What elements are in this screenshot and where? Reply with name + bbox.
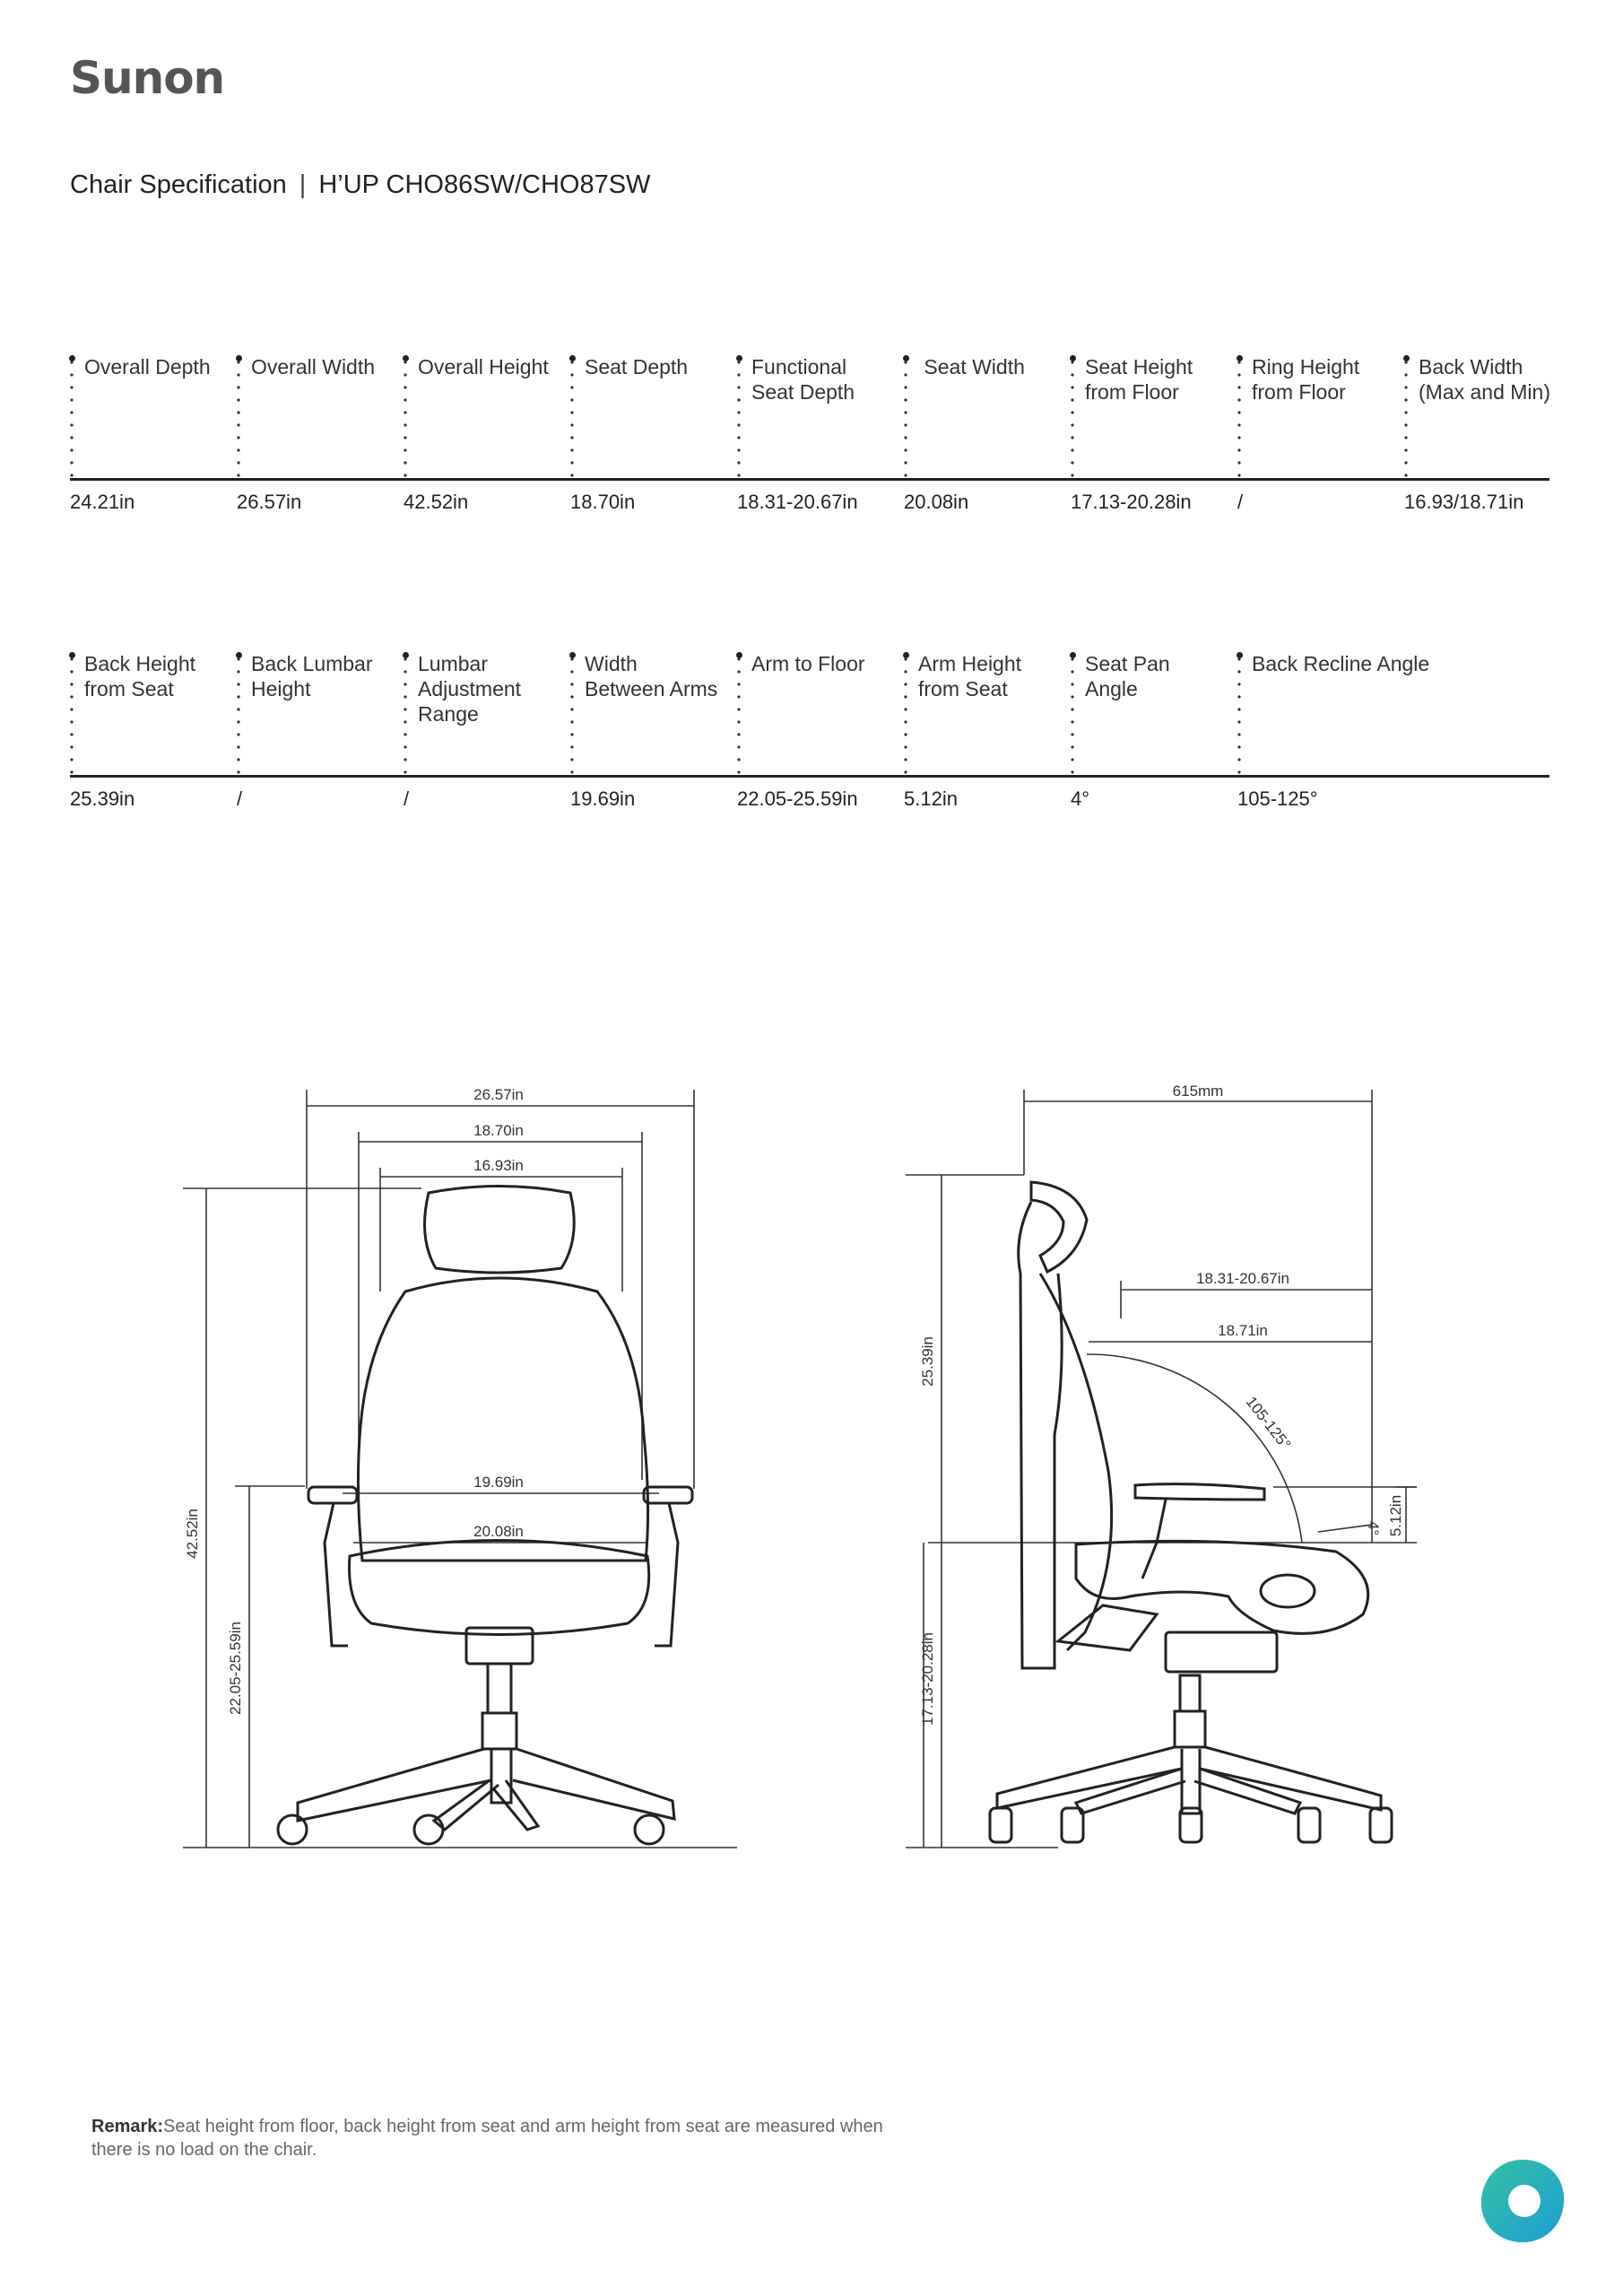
spec-value: / <box>237 787 243 810</box>
front-view-dimension-lines <box>183 1090 737 1848</box>
front-dim-overall-width: 26.57in <box>473 1086 524 1103</box>
remark-text: Seat height from floor, back height from… <box>91 2117 883 2160</box>
front-dim-between-arms: 19.69in <box>473 1474 524 1491</box>
side-dim-seat-height: 17.13-20.28in <box>919 1632 936 1726</box>
remark-label: Remark: <box>91 2117 164 2136</box>
spec-header: Arm to Floor <box>735 651 898 775</box>
table-rule <box>70 478 1549 481</box>
spec-header: Back Height from Seat <box>68 651 231 775</box>
front-dim-seat-width: 20.08in <box>473 1523 524 1540</box>
spec-header: Functional Seat Depth <box>735 354 898 478</box>
spec-value: 18.70in <box>570 491 636 513</box>
front-dim-arm-to-floor: 22.05-25.59in <box>227 1622 244 1715</box>
spec-header: Overall Width <box>235 354 398 478</box>
title-text: Chair Specification <box>70 170 287 199</box>
front-dim-overall-height: 42.52in <box>184 1509 201 1559</box>
page-title: Chair Specification | H’UP CHO86SW/CHO87SW <box>70 170 650 200</box>
spec-header: Seat Height from Floor <box>1069 354 1232 478</box>
spec-value: 105-125° <box>1237 787 1318 810</box>
spec-value: 22.05-25.59in <box>737 787 858 810</box>
spec-value: / <box>404 787 410 810</box>
front-dim-seat-depth: 18.70in <box>473 1122 524 1139</box>
side-dim-back-height: 25.39in <box>919 1336 936 1387</box>
spec-header: Width Between Arms <box>568 651 732 775</box>
spec-value: 16.93/18.71in <box>1404 491 1524 513</box>
spec-table-2: Back Height from Seat Back Lumbar Height… <box>68 651 1549 823</box>
spec-header: Back Width (Max and Min) <box>1402 354 1566 478</box>
spec-value: 24.21in <box>70 491 135 513</box>
spec-table-1: Overall Depth Overall Width Overall Heig… <box>68 354 1550 526</box>
spec-value: 18.31-20.67in <box>737 491 858 513</box>
spec-header: Arm Height from Seat <box>902 651 1065 775</box>
spec-value: 4° <box>1071 787 1090 810</box>
spec-value: 19.69in <box>570 787 636 810</box>
spec-header: Ring Height from Floor <box>1236 354 1399 478</box>
spec-value: 42.52in <box>404 491 469 513</box>
spec-header: Seat Depth <box>568 354 732 478</box>
side-dim-overall-depth: 615mm <box>1173 1083 1224 1100</box>
spec-value: / <box>1237 491 1244 513</box>
side-dim-functional-seat-depth: 18.31-20.67in <box>1196 1270 1289 1287</box>
front-dim-back-width: 16.93in <box>473 1157 524 1174</box>
spec-value: 17.13-20.28in <box>1071 491 1192 513</box>
spec-header: Seat Width <box>902 354 1065 478</box>
spec-header: Back Lumbar Height <box>235 651 398 775</box>
side-chair-outline <box>988 1180 1393 1844</box>
sunon-logo: Sunon <box>70 52 225 104</box>
sunon-badge-icon <box>1480 2160 1565 2243</box>
spec-value: 20.08in <box>904 491 969 513</box>
table-rule <box>70 775 1549 778</box>
side-dim-recline: 105-125° <box>1243 1394 1295 1453</box>
remark-note: Remark:Seat height from floor, back heig… <box>91 2115 898 2161</box>
side-view-dimension-lines <box>906 1090 1417 1848</box>
spec-header: Seat Pan Angle <box>1069 651 1232 775</box>
spec-header: Overall Depth <box>68 354 231 478</box>
model-name: H’UP CHO86SW/CHO87SW <box>318 170 651 199</box>
side-dim-seat-pan-angle: 4° <box>1365 1521 1382 1535</box>
spec-value: 5.12in <box>904 787 958 810</box>
front-chair-outline <box>276 1185 694 1846</box>
spec-header: Lumbar Adjustment Range <box>402 651 565 775</box>
spec-header: Back Recline Angle <box>1236 651 1506 775</box>
spec-value: 25.39in <box>70 787 135 810</box>
spec-value: 26.57in <box>237 491 302 513</box>
spec-header: Overall Height <box>402 354 565 478</box>
title-separator: | <box>299 170 307 199</box>
side-dim-back-width-max: 18.71in <box>1218 1322 1268 1339</box>
side-dim-arm-height: 5.12in <box>1387 1495 1404 1536</box>
